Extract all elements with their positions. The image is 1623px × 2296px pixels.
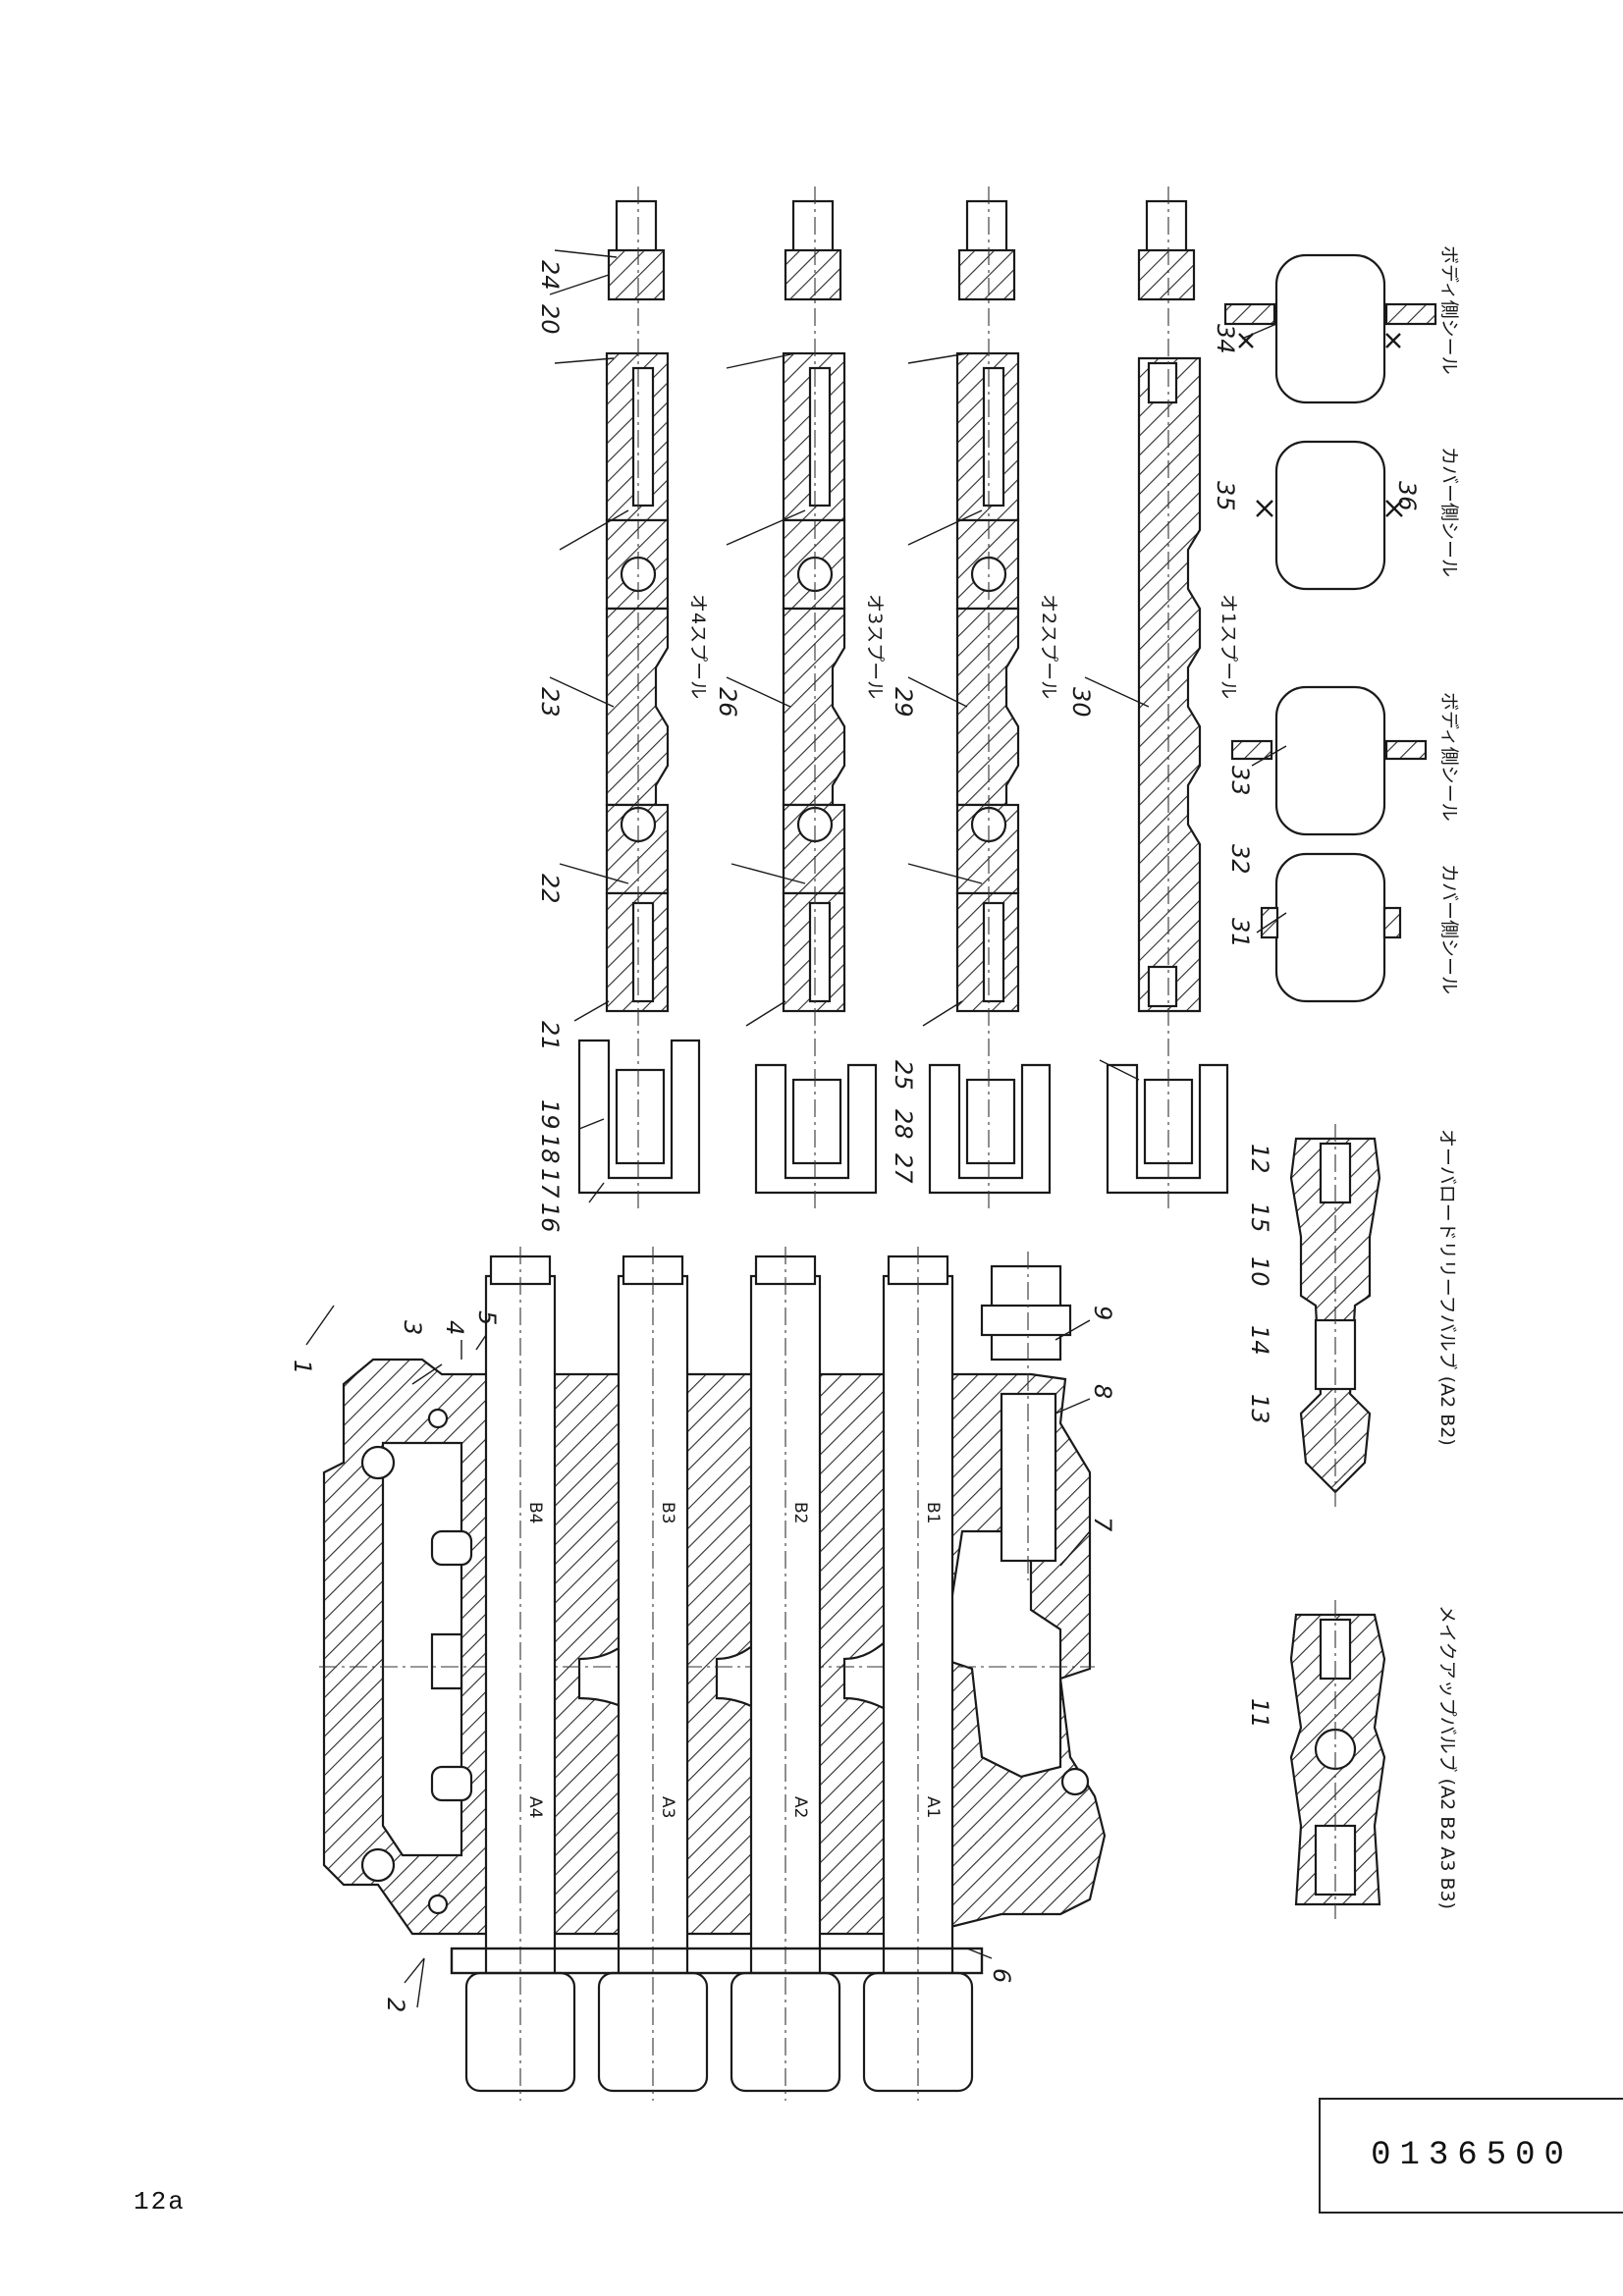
- callout-18: 18: [536, 1134, 564, 1164]
- callout-24: 24: [536, 260, 564, 291]
- callout-2: 2: [382, 1998, 409, 2012]
- spool-2-body: [730, 1247, 841, 2101]
- callout-1: 1: [289, 1360, 316, 1374]
- callout-10: 10: [1246, 1256, 1273, 1287]
- callout-7: 7: [1089, 1517, 1116, 1532]
- seal-caption-body-b: ボディ側シール: [1438, 692, 1460, 822]
- make-up-valve-caption: メイクアップバルブ (A2 B2 A3 B3): [1436, 1605, 1459, 1909]
- callout-28: 28: [890, 1109, 917, 1140]
- callout-6: 6: [988, 1968, 1015, 1983]
- overload-relief-valve-caption: オーバロードリリーフバルブ (A2 B2): [1436, 1129, 1459, 1446]
- document-number: 0136500: [1371, 2137, 1573, 2174]
- spool-1-body: [862, 1247, 974, 2101]
- callout-20: 20: [536, 304, 564, 335]
- callout-numbers: 1 2 3 4 5 6 7 8 9 10 11 12 13 14 15 16 1…: [289, 260, 1421, 2012]
- callout-15: 15: [1246, 1202, 1273, 1233]
- seal-detail-cover-b: [1260, 852, 1402, 1003]
- port-label-b2: B2: [790, 1502, 810, 1523]
- callout-14: 14: [1246, 1325, 1273, 1356]
- callout-13: 13: [1246, 1394, 1273, 1424]
- port-label-b4: B4: [525, 1502, 545, 1523]
- body-relief-valve: [980, 1252, 1072, 1580]
- port-label-a3: A3: [658, 1796, 677, 1818]
- callout-23: 23: [536, 687, 564, 718]
- exploded-spool-2: [928, 187, 1052, 1212]
- callout-35: 35: [1212, 481, 1239, 511]
- callout-36: 36: [1393, 481, 1421, 511]
- port-label-b3: B3: [658, 1502, 677, 1523]
- exploded-spools: [577, 187, 1229, 1212]
- port-label-a1: A1: [923, 1796, 943, 1818]
- callout-22: 22: [536, 874, 564, 904]
- callout-29: 29: [890, 687, 917, 718]
- spool-3-body: [597, 1247, 709, 2101]
- spool-port-labels: B4 B3 B2 B1 A4 A3 A2 A1: [525, 1502, 943, 1818]
- callout-33: 33: [1226, 766, 1254, 796]
- seal-caption-body-a: ボディ側シール: [1438, 245, 1460, 375]
- callout-32: 32: [1226, 844, 1254, 875]
- callout-9: 9: [1089, 1306, 1116, 1320]
- callout-19: 19: [536, 1099, 564, 1130]
- make-up-valve-detail: [1289, 1600, 1386, 1919]
- callout-31: 31: [1226, 918, 1254, 948]
- captions: オ4スプール オ3スプール オ2スプール オ1スプール ボディ側シール カバー側…: [687, 245, 1460, 1909]
- exploded-spool-4: [577, 187, 701, 1212]
- overload-relief-valve-detail: [1289, 1124, 1381, 1507]
- exploded-spool-3: [754, 187, 878, 1212]
- callout-8: 8: [1089, 1384, 1116, 1399]
- callout-3: 3: [399, 1320, 426, 1335]
- valve-body-section: [319, 1358, 1107, 1936]
- spool-caption-2: オ2スプール: [1038, 594, 1059, 699]
- callout-17: 17: [536, 1168, 564, 1199]
- port-label-b1: B1: [923, 1502, 943, 1523]
- spool-caption-3: オ3スプール: [864, 594, 886, 699]
- callout-12: 12: [1246, 1144, 1273, 1174]
- body-spools: [450, 1247, 1072, 2101]
- port-label-a4: A4: [525, 1796, 545, 1818]
- callout-25: 25: [890, 1060, 917, 1091]
- exploded-spool-1: [1106, 187, 1229, 1212]
- callout-5: 5: [473, 1310, 501, 1325]
- page-label: 12a: [134, 2187, 186, 2216]
- seal-detail-body-b: [1230, 685, 1428, 836]
- callout-34: 34: [1212, 324, 1239, 354]
- seal-details: [1223, 253, 1437, 1003]
- seal-caption-cover-a: カバー側シール: [1438, 447, 1460, 577]
- callout-30: 30: [1067, 687, 1095, 718]
- seal-detail-cover-a: [1256, 440, 1403, 591]
- spool-caption-4: オ4スプール: [687, 594, 709, 699]
- callout-21: 21: [536, 1021, 564, 1051]
- callout-4: 4: [441, 1320, 468, 1335]
- callout-26: 26: [714, 687, 741, 718]
- leader-lines: [305, 249, 1287, 2008]
- spool-4-body: [464, 1247, 576, 2101]
- callout-16: 16: [536, 1202, 564, 1233]
- document-number-box: 0136500: [1319, 2098, 1623, 2214]
- spool-caption-1: オ1スプール: [1217, 594, 1239, 699]
- seal-detail-body-a: [1223, 253, 1437, 404]
- callout-11: 11: [1246, 1698, 1273, 1729]
- callout-27: 27: [890, 1153, 917, 1184]
- port-label-a2: A2: [790, 1796, 810, 1818]
- seal-caption-cover-b: カバー側シール: [1438, 864, 1460, 994]
